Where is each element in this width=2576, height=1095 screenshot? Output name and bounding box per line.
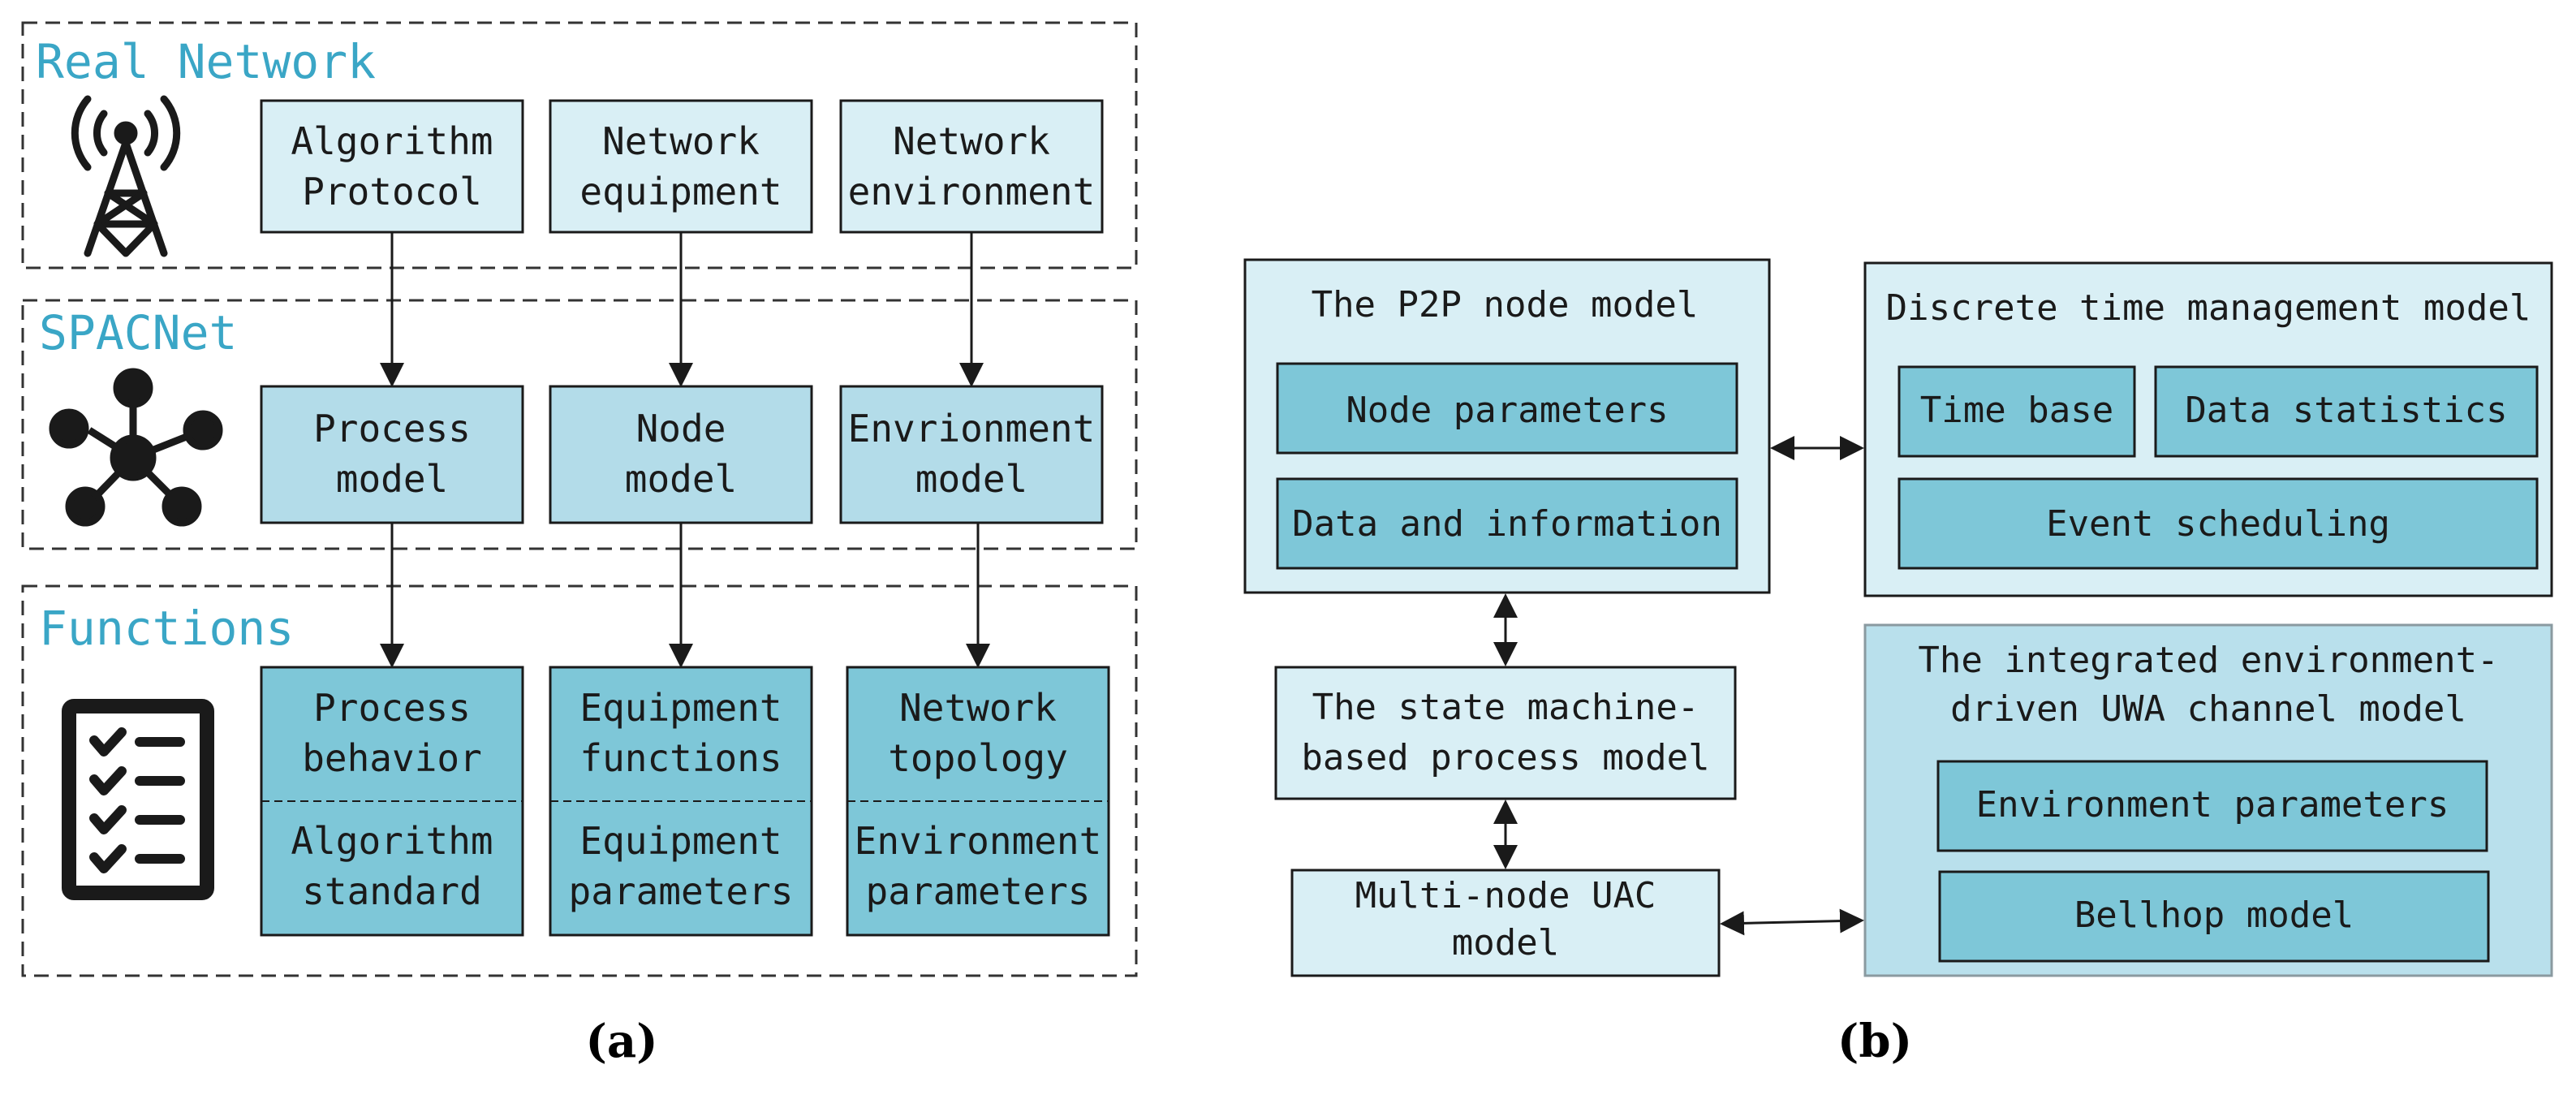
real-network-frame	[21, 21, 1138, 269]
algorithm-protocol-line1: Algorithm	[291, 119, 493, 163]
environment-model-line1: Envrionment	[848, 407, 1096, 451]
checklist-icon	[62, 699, 214, 900]
panel-a-arrows	[380, 232, 990, 668]
channel-model-box: The integrated environment- driven UWA c…	[1863, 623, 2553, 977]
arrow-multi-node-channel	[1720, 908, 1864, 936]
functions-frame	[21, 584, 1138, 977]
network-topology-line2: topology	[888, 736, 1068, 780]
environment-parameters-b-label: Environment parameters	[1976, 784, 2449, 826]
node-parameters-label: Node parameters	[1346, 390, 1668, 431]
network-node-icon	[49, 368, 223, 527]
panel-b-arrows	[1493, 436, 1864, 936]
discrete-time-model-title: Discrete time management model	[1886, 287, 2531, 329]
process-model-line1: Process	[313, 407, 471, 451]
environment-parameters-a-line1: Environment	[855, 819, 1102, 863]
p2p-node-model-box: The P2P node model Node parameters Data …	[1243, 258, 1771, 594]
equipment-functions-box: Equipment functions Equipment parameters	[549, 666, 813, 937]
caption-b: (b)	[1837, 1015, 1912, 1068]
network-environment-line2: environment	[848, 170, 1096, 213]
network-topology-box: Network topology Environment parameters	[846, 666, 1110, 937]
state-machine-line2: based process model	[1301, 737, 1709, 778]
functions-label: Functions	[39, 601, 294, 656]
multi-node-uac-model-box: Multi-node UAC model	[1290, 869, 1721, 977]
panel-b: The P2P node model Node parameters Data …	[1243, 258, 2553, 1068]
environment-model-line2: model	[915, 457, 1027, 501]
process-behavior-line2: behavior	[302, 736, 482, 780]
node-model-line2: model	[625, 457, 737, 501]
network-equipment-line2: equipment	[579, 170, 782, 213]
event-scheduling-label: Event scheduling	[2046, 503, 2390, 545]
environment-model-box: Envrionment model	[839, 385, 1104, 524]
algorithm-standard-line1: Algorithm	[291, 819, 493, 863]
state-machine-line1: The state machine-	[1312, 687, 1699, 728]
algorithm-protocol-box: Algorithm Protocol	[260, 99, 524, 234]
discrete-time-model-box: Discrete time management model Time base…	[1863, 261, 2553, 597]
node-model-box: Node model	[549, 385, 813, 524]
environment-parameters-a-line2: parameters	[866, 869, 1091, 913]
data-and-information-label: Data and information	[1292, 503, 1722, 545]
multi-node-uac-line2: model	[1452, 922, 1559, 964]
algorithm-protocol-line2: Protocol	[302, 170, 482, 213]
spacnet-frame	[21, 299, 1138, 550]
antenna-tower-icon	[71, 95, 181, 257]
network-environment-box: Network environment	[839, 99, 1104, 234]
network-equipment-box: Network equipment	[549, 99, 813, 234]
node-model-line1: Node	[636, 407, 726, 451]
p2p-node-model-title: The P2P node model	[1312, 284, 1699, 325]
process-behavior-line1: Process	[313, 686, 471, 730]
state-machine-model-box: The state machine- based process model	[1274, 666, 1737, 800]
equipment-parameters-line2: parameters	[569, 869, 794, 913]
network-environment-line1: Network	[893, 119, 1050, 163]
channel-model-title-line1: The integrated environment-	[1918, 640, 2498, 681]
panel-a: Real Network SPACNet Functions	[21, 21, 1138, 1068]
equipment-functions-line2: functions	[579, 736, 782, 780]
equipment-functions-line1: Equipment	[579, 686, 782, 730]
process-model-box: Process model	[260, 385, 524, 524]
network-equipment-line1: Network	[602, 119, 760, 163]
multi-node-uac-line1: Multi-node UAC	[1355, 875, 1656, 916]
spacnet-label: SPACNet	[39, 305, 237, 360]
algorithm-standard-line2: standard	[302, 869, 482, 913]
caption-a: (a)	[585, 1015, 657, 1068]
process-model-line2: model	[336, 457, 448, 501]
time-base-label: Time base	[1920, 390, 2113, 431]
bellhop-model-label: Bellhop model	[2074, 895, 2354, 936]
network-topology-line1: Network	[899, 686, 1057, 730]
equipment-parameters-line1: Equipment	[579, 819, 782, 863]
real-network-label: Real Network	[36, 34, 376, 89]
process-behavior-box: Process behavior Algorithm standard	[260, 666, 524, 937]
channel-model-title-line2: driven UWA channel model	[1950, 688, 2466, 730]
data-statistics-label: Data statistics	[2185, 390, 2507, 431]
